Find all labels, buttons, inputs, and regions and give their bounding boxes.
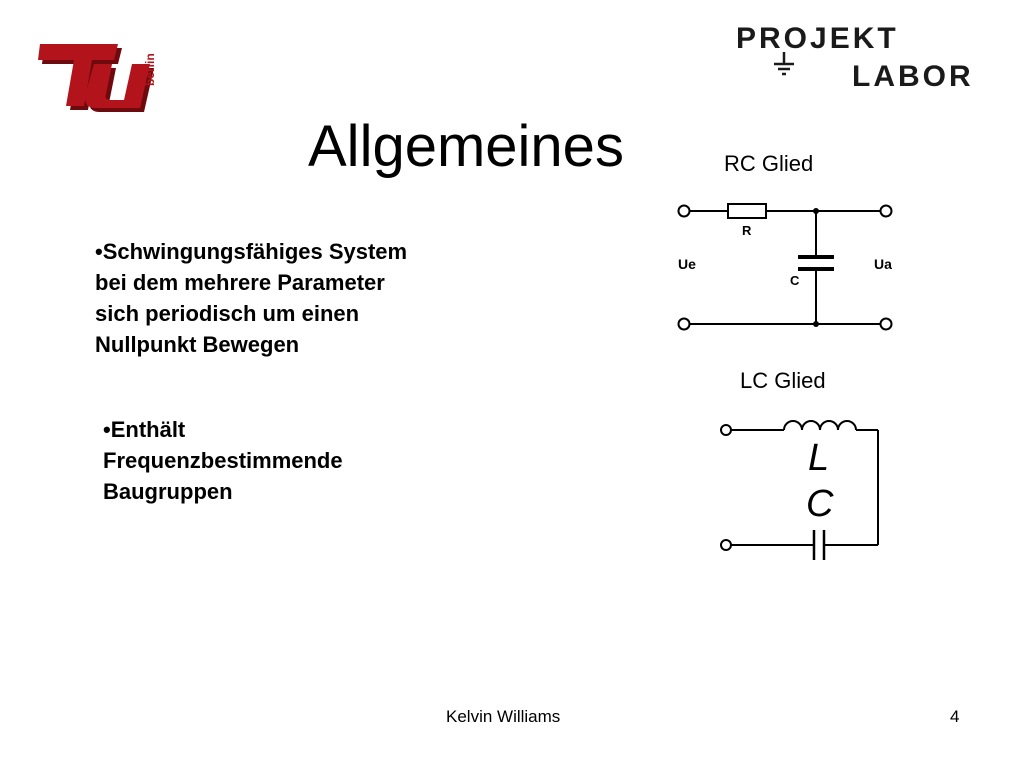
lc-terminal-bottom: [720, 539, 732, 551]
ground-symbol-icon: [774, 52, 794, 76]
rc-resistor: [727, 203, 767, 219]
page-number: 4: [950, 707, 960, 726]
tu-berlin-logo: berlin: [38, 44, 157, 112]
bullet-schwingungsfaehig: •Schwingungsfähiges System bei dem mehre…: [95, 236, 407, 360]
rc-output-label: Ua: [874, 256, 892, 272]
rc-input-terminal-top: [677, 204, 691, 218]
rc-resistor-label: R: [742, 223, 752, 238]
rc-input-terminal-bottom: [677, 317, 691, 331]
projekt-labor-logo: PROJEKT LABOR: [736, 22, 974, 93]
bullet-1-line-4: Nullpunkt Bewegen: [95, 332, 300, 357]
rc-glied-title: RC Glied: [724, 151, 814, 176]
bullet-1-line-2: bei dem mehrere Parameter: [95, 270, 385, 295]
lc-capacitor: [812, 530, 826, 560]
slide-title: Allgemeines: [308, 114, 624, 179]
rc-output-terminal-bottom: [879, 317, 893, 331]
rc-circuit-diagram: R C Ue Ua: [677, 203, 893, 331]
rc-input-label: Ue: [678, 256, 696, 272]
bullet-2-line-3: Baugruppen: [103, 479, 233, 504]
projekt-labor-line2: LABOR: [852, 60, 974, 93]
rc-capacitor: [798, 255, 834, 271]
lc-inductor-label: L: [808, 437, 829, 479]
bullet-2-line-1: •Enthält: [103, 417, 186, 442]
lc-glied-title: LC Glied: [740, 368, 826, 393]
footer-author: Kelvin Williams: [446, 707, 561, 726]
rc-output-terminal-top: [879, 204, 893, 218]
tu-logo-berlin-text: berlin: [143, 53, 157, 86]
lc-circuit-diagram: L C: [720, 420, 879, 560]
bullet-2-line-2: Frequenzbestimmende: [103, 448, 343, 473]
lc-terminal-top: [720, 424, 732, 436]
tu-logo-mark: [38, 44, 154, 112]
lc-inductor: [783, 420, 857, 431]
bullet-1-line-3: sich periodisch um einen: [95, 301, 360, 326]
lc-capacitor-label: C: [806, 483, 834, 525]
projekt-labor-line1: PROJEKT: [736, 22, 899, 55]
bullet-1-line-1: •Schwingungsfähiges System: [95, 239, 408, 264]
bullet-enthaelt: •Enthält Frequenzbestimmende Baugruppen: [103, 414, 343, 507]
rc-capacitor-label: C: [790, 273, 800, 288]
